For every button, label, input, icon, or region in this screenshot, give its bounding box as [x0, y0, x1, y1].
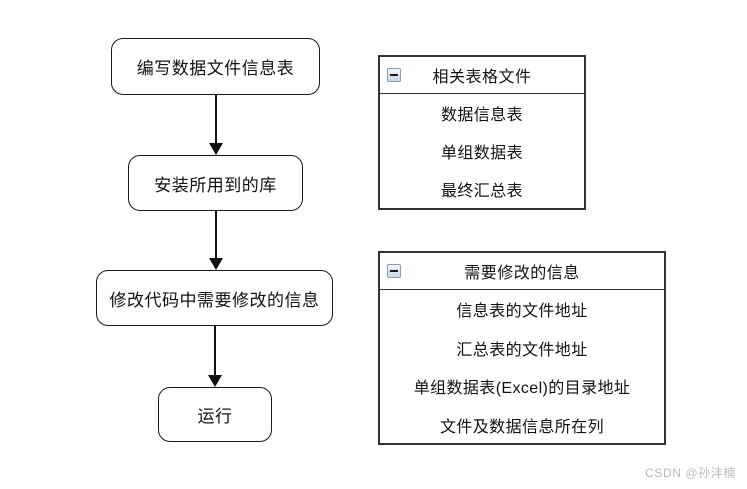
- panel-body: 数据信息表 单组数据表 最终汇总表: [380, 94, 584, 208]
- panel-header[interactable]: 需要修改的信息: [380, 253, 664, 290]
- minus-glyph: [390, 74, 398, 76]
- minus-box-icon[interactable]: [387, 264, 401, 278]
- arrow-down-icon: [209, 211, 223, 270]
- flow-node-install-libraries[interactable]: 安装所用到的库: [128, 155, 303, 211]
- arrow-shaft: [215, 211, 217, 259]
- panel-body: 信息表的文件地址 汇总表的文件地址 单组数据表(Excel)的目录地址 文件及数…: [380, 290, 664, 444]
- minus-box-icon[interactable]: [387, 68, 401, 82]
- panel-related-table-files: 相关表格文件 数据信息表 单组数据表 最终汇总表: [378, 55, 586, 210]
- flow-node-label: 安装所用到的库: [154, 175, 277, 195]
- flow-node-label: 编写数据文件信息表: [136, 59, 295, 78]
- list-item[interactable]: 汇总表的文件地址: [456, 341, 588, 359]
- list-item[interactable]: 最终汇总表: [440, 183, 523, 200]
- flow-node-write-data-file-info-table[interactable]: 编写数据文件信息表: [111, 38, 320, 95]
- panel-header[interactable]: 相关表格文件: [380, 57, 584, 94]
- flow-node-label: 运行: [197, 407, 233, 426]
- minus-glyph: [390, 270, 398, 272]
- list-item[interactable]: 文件及数据信息所在列: [439, 418, 604, 436]
- arrow-down-icon: [208, 326, 222, 387]
- panel-title: 需要修改的信息: [464, 265, 580, 282]
- arrow-head: [208, 375, 222, 387]
- list-item[interactable]: 单组数据表: [440, 145, 523, 162]
- flow-node-modify-code-info[interactable]: 修改代码中需要修改的信息: [96, 270, 333, 326]
- arrow-down-icon: [209, 95, 223, 155]
- arrow-head: [209, 258, 223, 270]
- flow-node-run[interactable]: 运行: [158, 387, 272, 442]
- arrow-head: [209, 143, 223, 155]
- panel-title: 相关表格文件: [432, 69, 532, 86]
- flow-node-label: 修改代码中需要修改的信息: [109, 290, 320, 310]
- arrow-shaft: [215, 95, 217, 144]
- arrow-shaft: [214, 326, 216, 376]
- watermark: CSDN @孙沣楠: [645, 466, 736, 480]
- list-item[interactable]: 数据信息表: [440, 107, 523, 124]
- panel-info-to-modify: 需要修改的信息 信息表的文件地址 汇总表的文件地址 单组数据表(Excel)的目…: [378, 251, 666, 445]
- list-item[interactable]: 信息表的文件地址: [456, 303, 588, 321]
- list-item[interactable]: 单组数据表(Excel)的目录地址: [413, 380, 631, 398]
